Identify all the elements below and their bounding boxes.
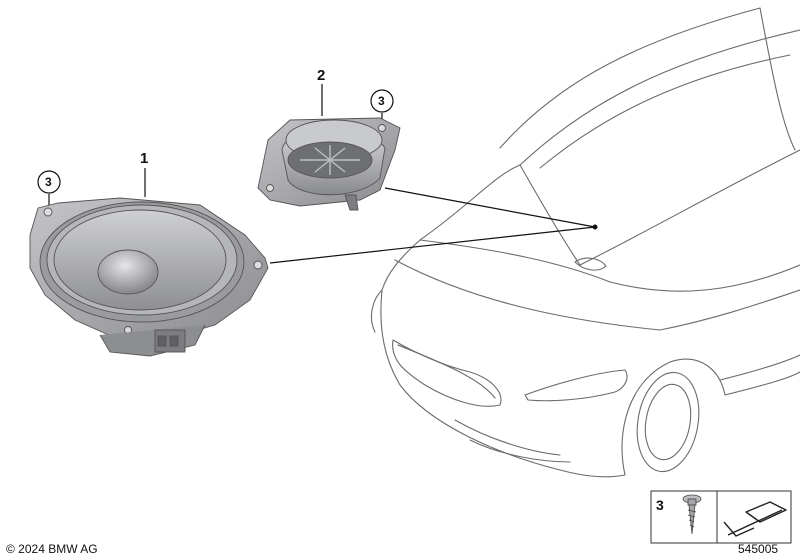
woofer-speaker	[29, 197, 269, 357]
callout-3-left: 3	[37, 170, 61, 194]
tweeter-speaker	[257, 117, 401, 211]
screw-icon	[682, 494, 702, 535]
reference-arrow-icon	[723, 501, 787, 537]
leader-line-woofer	[269, 226, 596, 264]
target-dot	[592, 224, 598, 230]
vehicle-outline	[370, 7, 800, 478]
callout-1-label: 1	[140, 150, 148, 167]
legend-screw-number: 3	[656, 497, 664, 513]
callout-2: 2	[317, 67, 325, 84]
callout-3-right-label: 3	[378, 94, 385, 108]
leader-line-tweeter	[384, 187, 596, 228]
callout-1: 1	[140, 150, 148, 167]
callout-3-right: 3	[370, 89, 394, 113]
diagram-number: 545005	[738, 542, 778, 556]
copyright-text: © 2024 BMW AG	[6, 542, 98, 556]
callout-2-label: 2	[317, 67, 325, 84]
callout-3-left-label: 3	[45, 175, 52, 189]
parts-legend: 3	[650, 490, 792, 544]
